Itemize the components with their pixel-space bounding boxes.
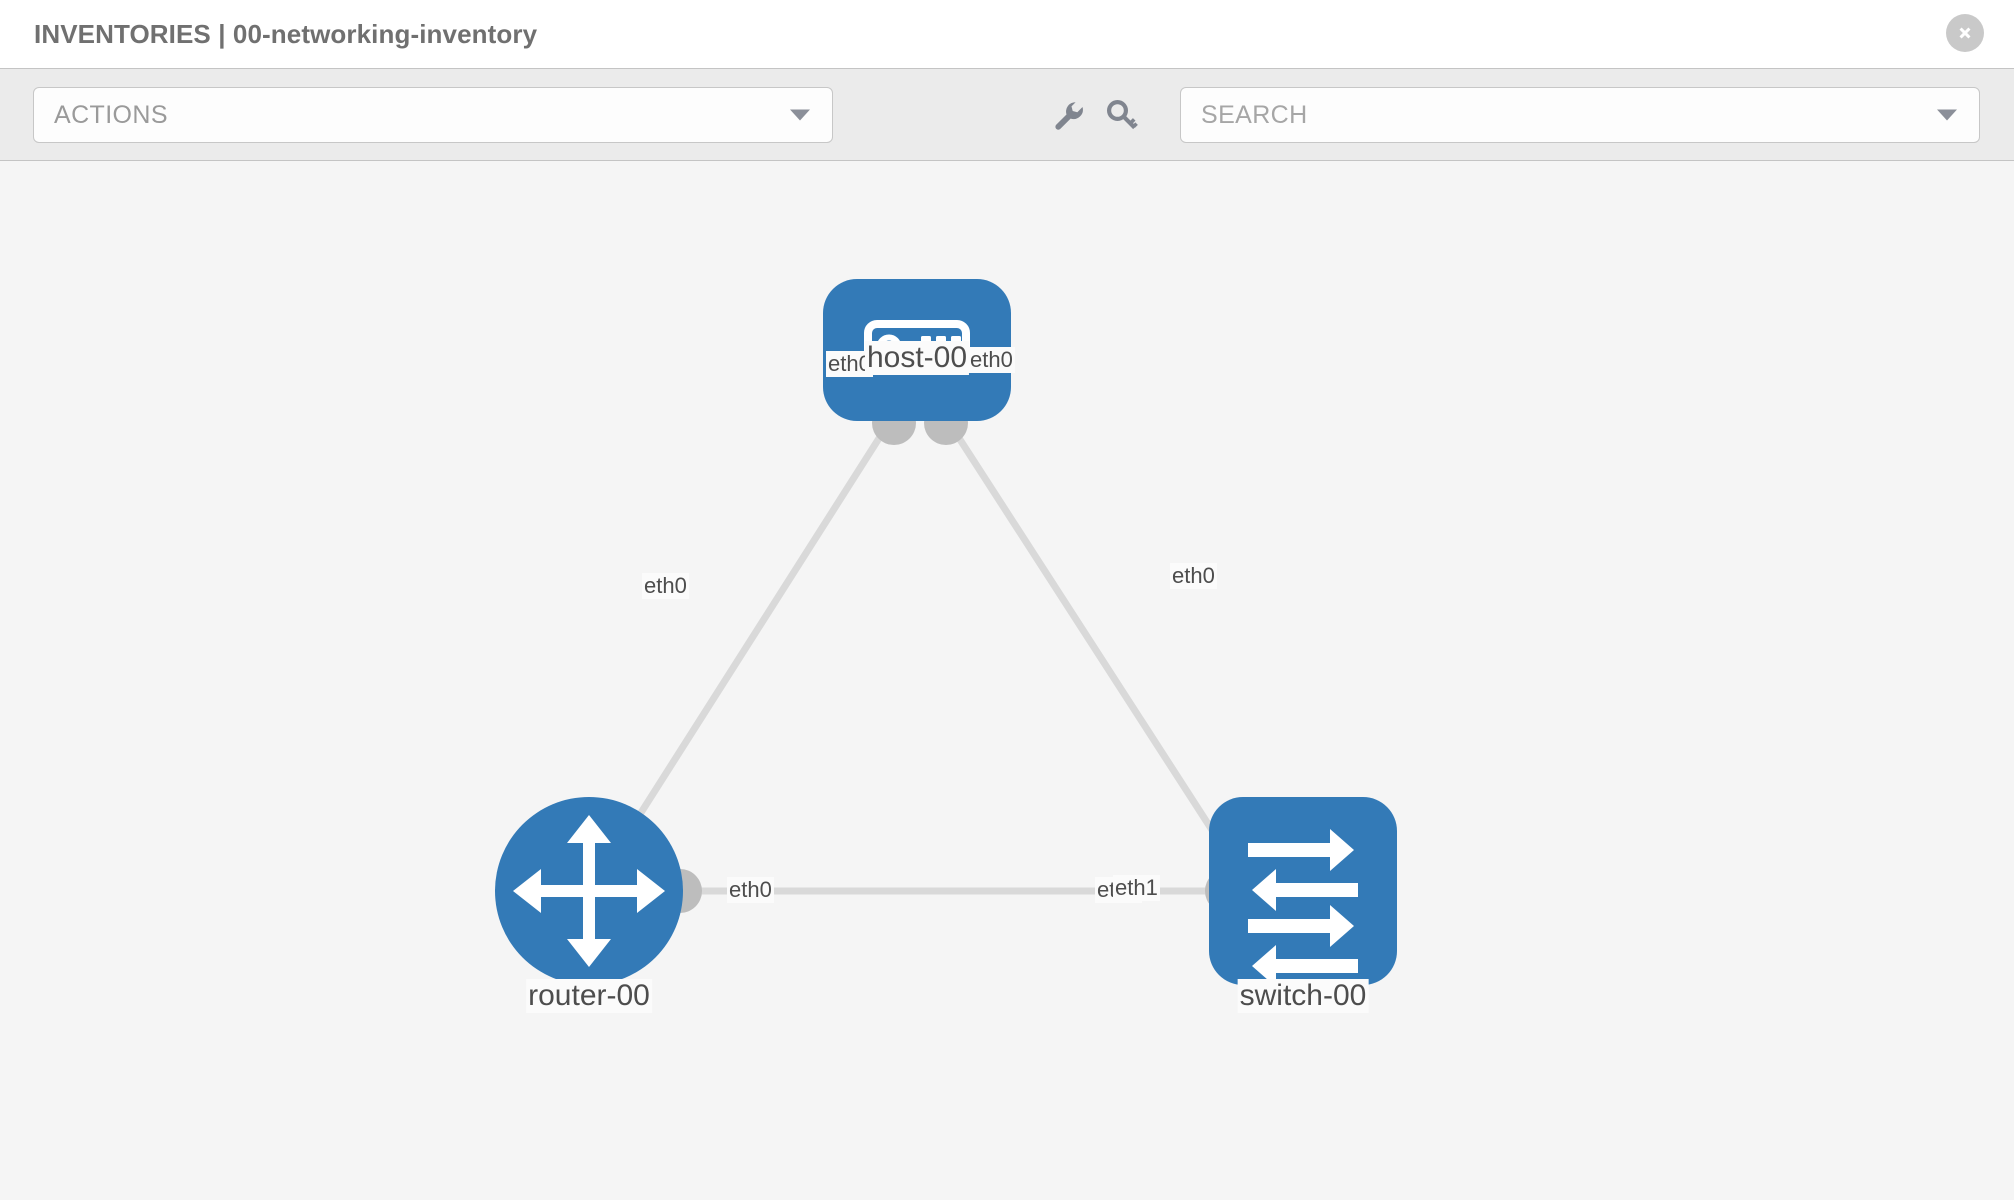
node-host-00[interactable] <box>823 279 1011 421</box>
node-switch-00[interactable] <box>1209 797 1397 987</box>
topology-interface-stubs <box>658 401 1254 913</box>
link-host00-switch00[interactable] <box>945 419 1235 863</box>
topology-links <box>606 419 1235 895</box>
page-header: INVENTORIES | 00-networking-inventory <box>0 0 2014 68</box>
actions-dropdown-label: ACTIONS <box>54 100 168 129</box>
actions-dropdown[interactable]: ACTIONS <box>33 87 833 143</box>
wrench-icon[interactable] <box>1046 93 1090 137</box>
chevron-down-icon[interactable] <box>1937 109 1957 121</box>
link-host00-router00[interactable] <box>606 419 893 865</box>
close-icon[interactable] <box>1946 14 1984 52</box>
key-icon[interactable] <box>1100 93 1144 137</box>
search-input[interactable] <box>1201 100 1901 130</box>
search-input-wrapper[interactable] <box>1180 87 1980 143</box>
node-router-00[interactable] <box>495 797 683 985</box>
topology-graph <box>495 279 1397 987</box>
toolbar: ACTIONS <box>0 68 2014 161</box>
page-title: INVENTORIES | 00-networking-inventory <box>34 18 538 49</box>
chevron-down-icon <box>790 109 810 121</box>
topology-canvas[interactable]: eth0 eth0 eth0 eth0 eth0 eth0 eth1 host-… <box>0 161 2014 1200</box>
